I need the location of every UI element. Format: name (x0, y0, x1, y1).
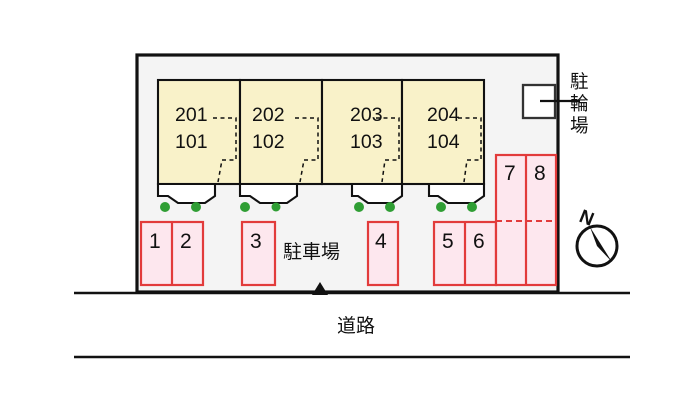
unit-2-lower-label: 102 (252, 131, 285, 153)
parking-stall-4-label: 4 (375, 230, 387, 253)
parking-stall-6-label: 6 (473, 230, 485, 253)
bush-icon (240, 202, 250, 212)
bush-icon (191, 202, 201, 212)
bush-icon (354, 202, 364, 212)
bush-icon (385, 202, 395, 212)
porch-unit-3 (350, 182, 404, 205)
parking-stall-7-label: 7 (504, 162, 516, 185)
parking-stall-2-label: 2 (180, 230, 192, 253)
porch-unit-2 (238, 182, 299, 205)
unit-3-upper-label: 203 (350, 104, 383, 126)
compass-needle (590, 227, 612, 262)
bush-icon (160, 202, 170, 212)
parking-stall-3[interactable] (240, 220, 277, 287)
unit-1-lower-label: 101 (175, 131, 208, 153)
unit-2-stair-dashed (295, 117, 319, 183)
bush-icon (271, 202, 281, 212)
parking-stall-3-label: 3 (250, 230, 262, 253)
porch-unit-4 (427, 182, 486, 205)
unit-4-lower-label: 104 (427, 131, 460, 153)
parking-stall-5-label: 5 (442, 230, 454, 253)
site-entrance-marker (312, 282, 328, 295)
bush-icon (436, 202, 446, 212)
bush-icon (467, 202, 477, 212)
unit-1-upper-label: 201 (175, 104, 208, 126)
unit-2-upper-label: 202 (252, 104, 285, 126)
road-label: 道路 (337, 315, 375, 337)
unit-4-upper-label: 204 (427, 104, 460, 126)
unit-1-stair-dashed (213, 117, 237, 183)
bicycle-parking-label-char-3: 場 (570, 115, 589, 136)
porch-unit-1 (156, 182, 217, 205)
bicycle-parking-label-char-2: 輪 (570, 93, 589, 114)
building-unit-1 (156, 78, 242, 186)
unit-4-stair-dashed (458, 117, 482, 183)
parking-stall-8-label: 8 (534, 162, 546, 185)
parking-stall-4[interactable] (366, 220, 400, 287)
parking-stall-1-label: 1 (149, 230, 161, 253)
bicycle-parking-label-char-1: 駐 (570, 71, 589, 92)
unit-3-lower-label: 103 (350, 131, 383, 153)
parking-lot-label: 駐車場 (283, 241, 340, 263)
unit-3-stair-dashed (376, 117, 400, 183)
